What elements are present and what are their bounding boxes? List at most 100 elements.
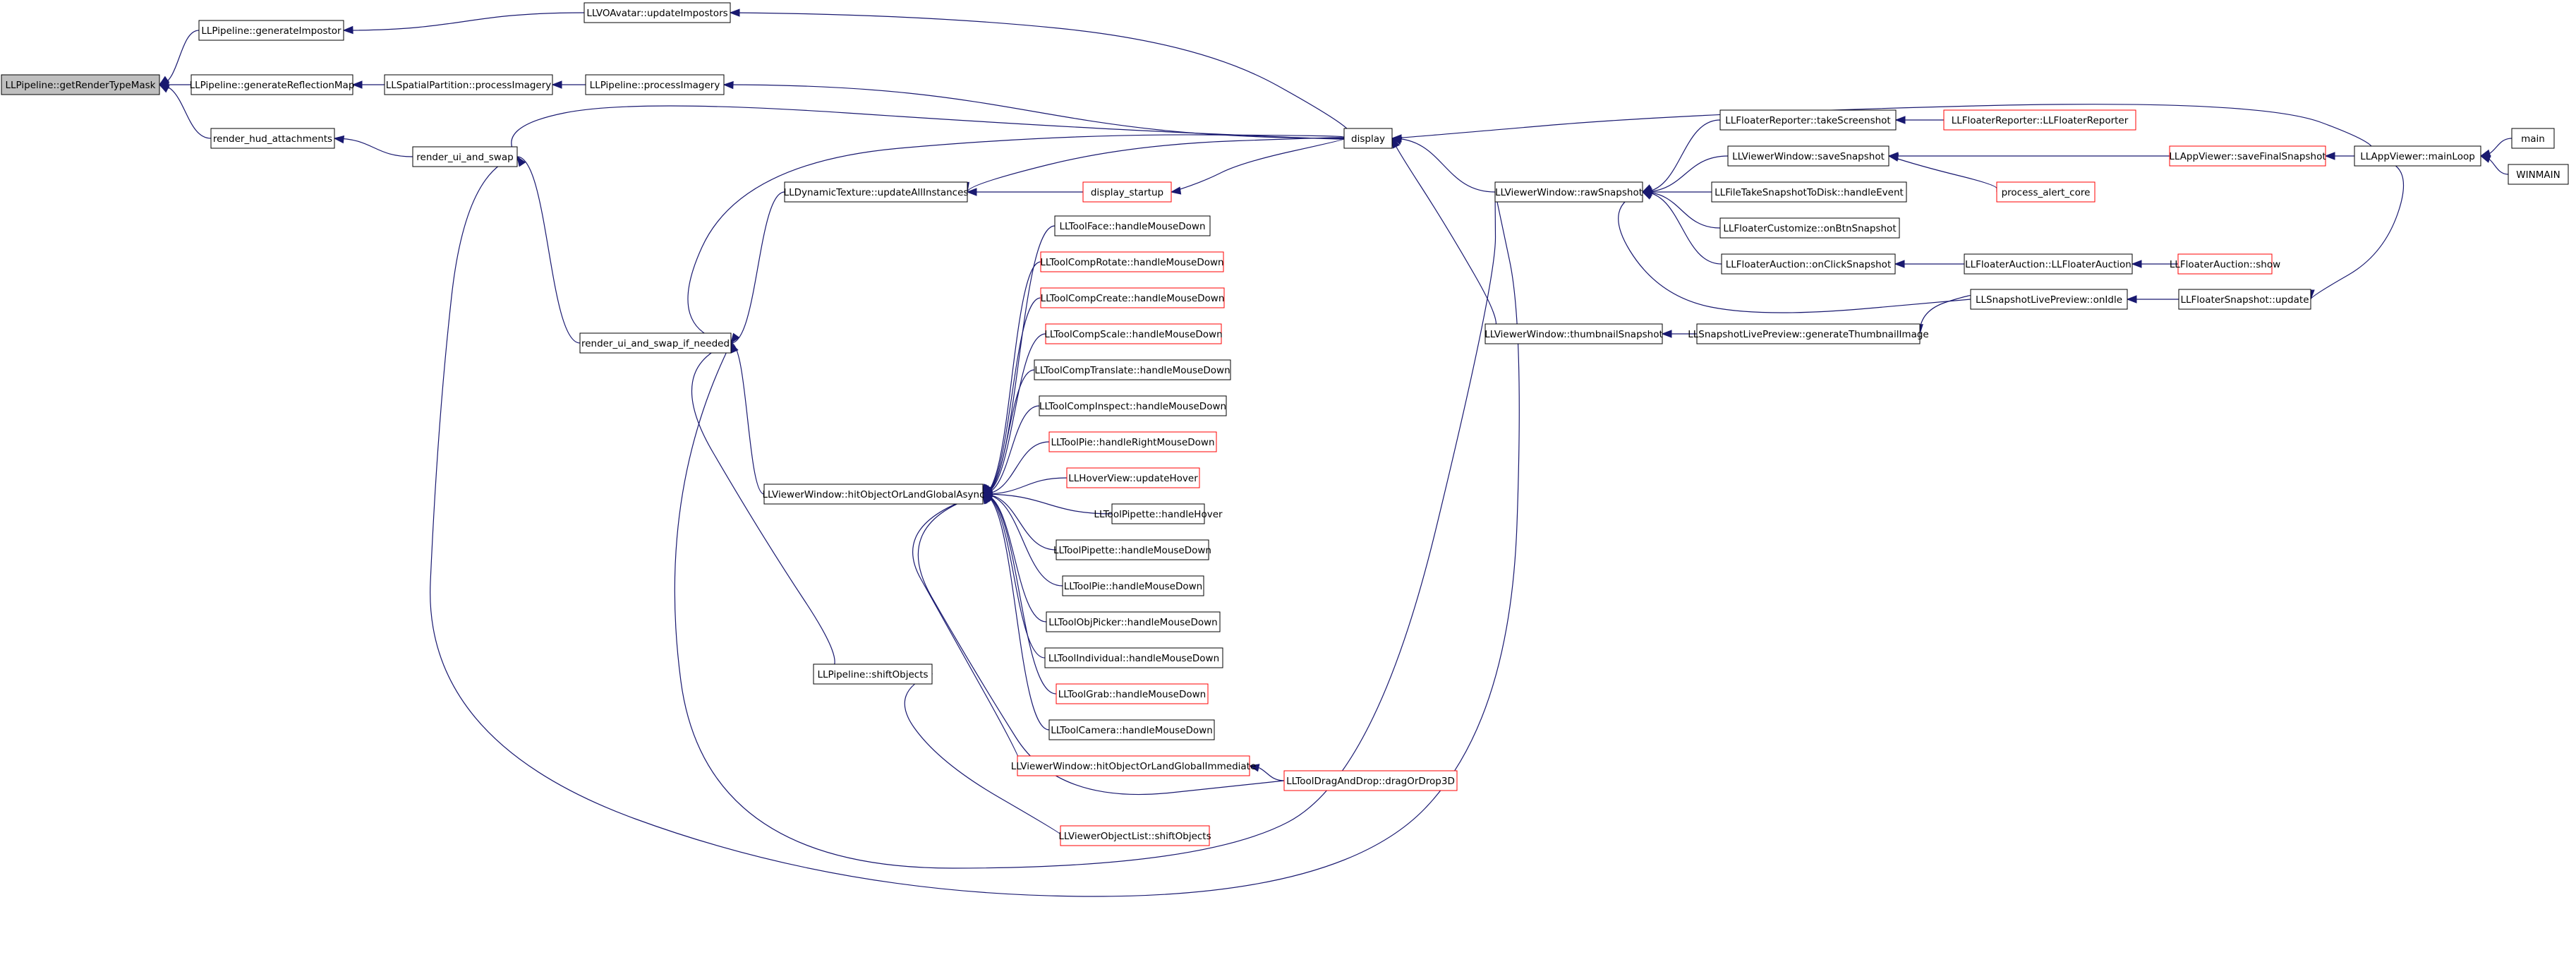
call-edge xyxy=(1642,191,1721,229)
node-rawSnapshot[interactable]: LLViewerWindow::rawSnapshot xyxy=(1494,181,1643,203)
call-edge xyxy=(730,191,785,344)
node-label: LLFloaterAuction::onClickSnapshot xyxy=(1726,259,1892,270)
node-dragOrDrop3D[interactable]: LLToolDragAndDrop::dragOrDrop3D xyxy=(1283,770,1458,791)
node-box xyxy=(1970,289,2128,310)
node-camera_hmd[interactable]: LLToolCamera::handleMouseDown xyxy=(1048,719,1215,740)
node-box xyxy=(1056,683,1209,704)
node-box xyxy=(1056,539,1209,560)
call-edge xyxy=(1391,138,1496,335)
node-updateImpostors[interactable]: LLVOAvatar::updateImpostors xyxy=(583,2,731,23)
node-onBtnSnapshot[interactable]: LLFloaterCustomize::onBtnSnapshot xyxy=(1719,217,1900,239)
node-pie_hmd[interactable]: LLToolPie::handleMouseDown xyxy=(1062,575,1204,596)
node-box xyxy=(583,2,731,23)
node-box xyxy=(1964,253,2133,275)
node-label: LLPipeline::getRenderTypeMask xyxy=(6,80,156,91)
node-hitImmediate[interactable]: LLViewerWindow::hitObjectOrLandGlobalImm… xyxy=(1011,755,1257,776)
edge-arrowhead xyxy=(342,25,353,35)
node-compcreate_hmd[interactable]: LLToolCompCreate::handleMouseDown xyxy=(1040,287,1225,308)
node-sp_processImagery[interactable]: LLSpatialPartition::processImagery xyxy=(384,74,553,95)
node-label: LLToolCompInspect::handleMouseDown xyxy=(1039,401,1226,412)
node-hoverview_update[interactable]: LLHoverView::updateHover xyxy=(1066,467,1200,488)
node-label: LLToolCompCreate::handleMouseDown xyxy=(1041,293,1225,304)
node-objpicker_hmd[interactable]: LLToolObjPicker::handleMouseDown xyxy=(1046,611,1221,632)
node-updateAllInstances[interactable]: LLDynamicTexture::updateAllInstances xyxy=(784,181,969,203)
node-label: LLToolGrab::handleMouseDown xyxy=(1058,689,1206,700)
node-hitObjectOrLandGlobalAsync[interactable]: LLViewerWindow::hitObjectOrLandGlobalAsy… xyxy=(762,483,985,505)
node-label: LLFloaterReporter::takeScreenshot xyxy=(1725,115,1890,126)
call-edge xyxy=(982,493,1113,515)
node-floaterReporterCtor[interactable]: LLFloaterReporter::LLFloaterReporter xyxy=(1943,109,2136,131)
node-box xyxy=(2354,145,2481,167)
node-generateImpostor[interactable]: LLPipeline::generateImpostor xyxy=(198,20,344,41)
call-edge xyxy=(982,297,1041,495)
node-label: LLPipeline::shiftObjects xyxy=(817,669,928,680)
node-floaterSnapshotUpdate[interactable]: LLFloaterSnapshot::update xyxy=(2178,289,2311,310)
node-onIdle[interactable]: LLSnapshotLivePreview::onIdle xyxy=(1970,289,2128,310)
node-label: LLSpatialPartition::processImagery xyxy=(386,80,552,91)
node-comptranslate_hmd[interactable]: LLToolCompTranslate::handleMouseDown xyxy=(1034,359,1231,380)
call-edge xyxy=(430,156,1520,897)
node-box xyxy=(1046,611,1221,632)
node-box xyxy=(1039,395,1227,416)
node-display[interactable]: display xyxy=(1343,128,1393,149)
edge-arrowhead xyxy=(2131,260,2142,268)
node-box xyxy=(1,74,160,95)
node-grab_hmd[interactable]: LLToolGrab::handleMouseDown xyxy=(1056,683,1209,704)
node-onClickSnapshot[interactable]: LLFloaterAuction::onClickSnapshot xyxy=(1721,253,1896,275)
node-floaterAuctionCtor[interactable]: LLFloaterAuction::LLFloaterAuction xyxy=(1964,253,2133,275)
call-edge xyxy=(912,493,1021,767)
node-box xyxy=(1082,181,1172,203)
edge-arrowhead xyxy=(351,80,363,89)
node-box xyxy=(1062,575,1204,596)
node-label: render_ui_and_swap_if_needed xyxy=(581,338,730,349)
node-compscale_hmd[interactable]: LLToolCompScale::handleMouseDown xyxy=(1044,323,1223,344)
call-edge xyxy=(982,493,1050,731)
node-box xyxy=(1066,467,1200,488)
node-pipette_hover[interactable]: LLToolPipette::handleHover xyxy=(1094,503,1223,524)
node-render_ui_and_swap_if_needed[interactable]: render_ui_and_swap_if_needed xyxy=(579,332,732,354)
node-box xyxy=(198,20,344,41)
node-saveFinalSnapshot[interactable]: LLAppViewer::saveFinalSnapshot xyxy=(2169,145,2326,167)
node-shiftObjects[interactable]: LLPipeline::shiftObjects xyxy=(813,663,933,685)
node-compinspect_hmd[interactable]: LLToolCompInspect::handleMouseDown xyxy=(1039,395,1227,416)
node-WINMAIN[interactable]: WINMAIN xyxy=(2508,164,2569,185)
node-box xyxy=(210,128,335,149)
edge-arrowhead xyxy=(982,493,991,505)
node-pl_processImagery[interactable]: LLPipeline::processImagery xyxy=(585,74,725,95)
edge-arrowhead xyxy=(1391,137,1401,149)
node-box xyxy=(1719,109,1897,131)
call-edge xyxy=(982,493,1057,551)
node-label: LLViewerWindow::hitObjectOrLandGlobalAsy… xyxy=(762,489,984,500)
call-edge xyxy=(687,134,1345,344)
node-render_hud_attachments[interactable]: render_hud_attachments xyxy=(210,128,335,149)
node-thumbnailSnapshot[interactable]: LLViewerWindow::thumbnailSnapshot xyxy=(1484,323,1663,344)
node-mainLoop[interactable]: LLAppViewer::mainLoop xyxy=(2354,145,2481,167)
call-edge xyxy=(674,191,1496,869)
node-box xyxy=(1040,287,1225,308)
node-label: LLFloaterReporter::LLFloaterReporter xyxy=(1952,115,2129,126)
node-render_ui_and_swap[interactable]: render_ui_and_swap xyxy=(412,146,518,167)
node-main[interactable]: main xyxy=(2511,128,2555,149)
node-label: LLAppViewer::mainLoop xyxy=(2360,151,2475,162)
node-takeSnapshotToDisk[interactable]: LLFileTakeSnapshotToDisk::handleEvent xyxy=(1711,181,1907,203)
node-generateReflectionMap[interactable]: LLPipeline::generateReflectionMap xyxy=(190,74,355,95)
node-box xyxy=(1111,503,1205,524)
call-edge xyxy=(982,261,1041,495)
edge-arrowhead xyxy=(551,80,562,89)
node-display_startup[interactable]: display_startup xyxy=(1082,181,1172,203)
node-saveSnapshot[interactable]: LLViewerWindow::saveSnapshot xyxy=(1727,145,1889,167)
node-floaterAuctionShow[interactable]: LLFloaterAuction::show xyxy=(2170,253,2280,275)
node-objlist_shift[interactable]: LLViewerObjectList::shiftObjects xyxy=(1058,825,1211,846)
call-edge xyxy=(1642,155,1729,193)
node-individual_hmd[interactable]: LLToolIndividual::handleMouseDown xyxy=(1044,647,1223,668)
node-box xyxy=(1711,181,1907,203)
node-pie_hrmd[interactable]: LLToolPie::handleRightMouseDown xyxy=(1048,431,1217,452)
node-takeScreenshot[interactable]: LLFloaterReporter::takeScreenshot xyxy=(1719,109,1897,131)
node-pipette_hmd[interactable]: LLToolPipette::handleMouseDown xyxy=(1053,539,1211,560)
node-box xyxy=(2169,145,2326,167)
node-generateThumbnailImage[interactable]: LLSnapshotLivePreview::generateThumbnail… xyxy=(1688,323,1929,344)
node-process_alert_core[interactable]: process_alert_core xyxy=(1996,181,2096,203)
node-comprotate_hmd[interactable]: LLToolCompRotate::handleMouseDown xyxy=(1040,251,1224,272)
node-face_hmd[interactable]: LLToolFace::handleMouseDown xyxy=(1054,215,1211,236)
